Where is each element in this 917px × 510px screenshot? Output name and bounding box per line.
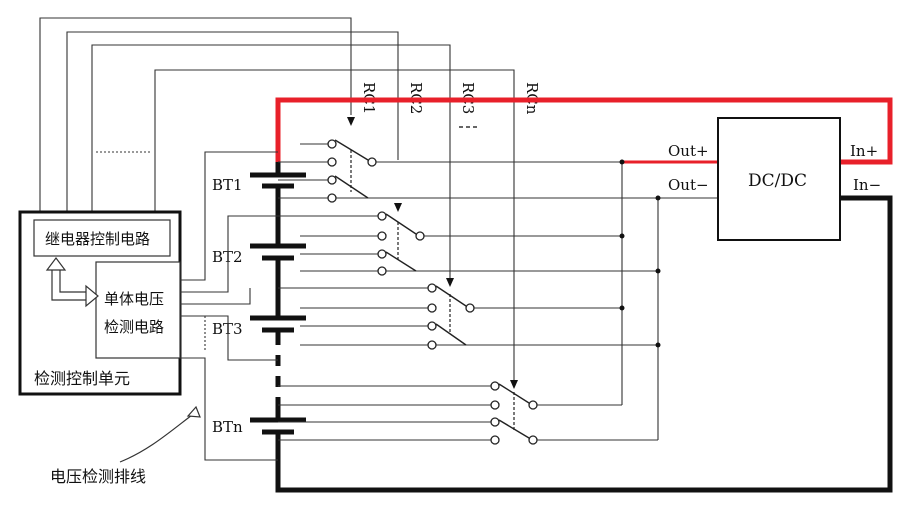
red-power-line — [275, 97, 893, 165]
relay-rc1 — [278, 139, 377, 203]
relay-labels: RC1 RC2 RC3 RCn — [360, 82, 541, 115]
detection-control-unit — [18, 210, 182, 396]
battery-btn — [250, 417, 306, 435]
harness-leader — [119, 405, 201, 463]
in-minus-label: In− — [853, 176, 881, 194]
btn-label: BTn — [212, 418, 243, 436]
relay-control-wires — [39, 17, 515, 388]
dcdc-converter: DC/DC — [717, 117, 841, 241]
cell-voltage-label-line2: 检测电路 — [104, 318, 164, 336]
voltage-detection-harness — [180, 151, 278, 461]
harness-label: 电压检测排线 — [50, 467, 146, 486]
relay-bus-lines — [278, 161, 718, 441]
relay-control-arrows — [347, 117, 518, 389]
relay-rc3 — [278, 283, 475, 350]
battery-bt3 — [250, 315, 306, 333]
out-plus-label: Out+ — [668, 142, 709, 160]
in-plus-label: In+ — [850, 142, 878, 160]
out-minus-label: Out− — [668, 176, 709, 194]
battery-bt1 — [250, 172, 306, 189]
bt1-label: BT1 — [212, 176, 243, 194]
junction-dots — [619, 159, 661, 348]
relay-rcn — [278, 381, 538, 445]
battery-bt2 — [250, 243, 306, 261]
bt2-label: BT2 — [212, 248, 243, 266]
relay-rc2 — [278, 211, 425, 276]
detect-control-unit-label: 检测控制单元 — [34, 369, 130, 388]
cell-voltage-label-line1: 单体电压 — [104, 290, 164, 308]
internal-signal-arrow — [45, 257, 99, 308]
dcdc-label: DC/DC — [748, 171, 807, 191]
bt3-label: BT3 — [212, 320, 243, 338]
black-return-bus — [275, 195, 893, 493]
relay-control-circuit-label: 继电器控制电路 — [45, 230, 150, 248]
